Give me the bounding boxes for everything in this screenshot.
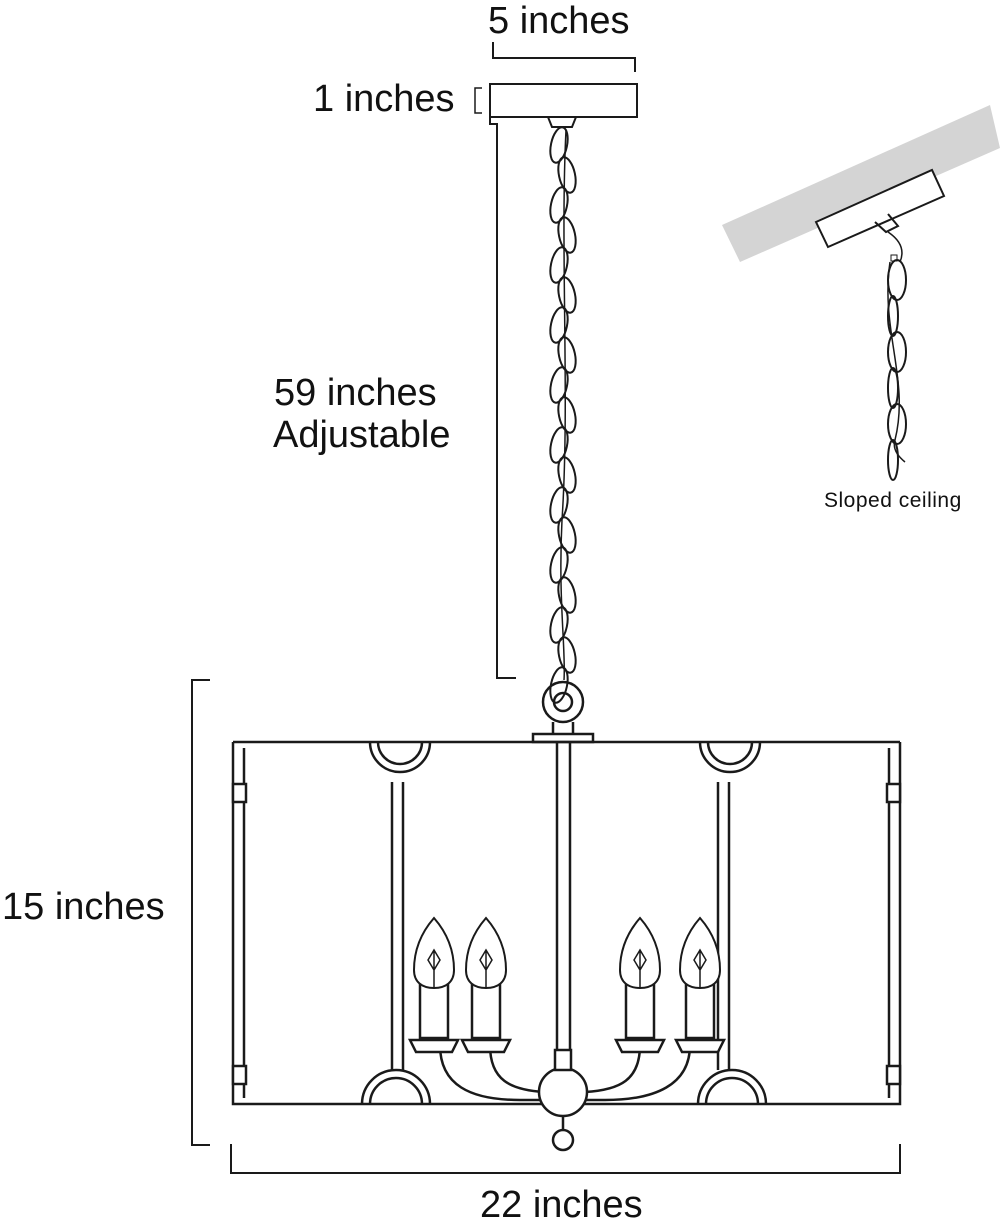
chain: [549, 126, 577, 704]
sloped-ceiling-inset: [722, 105, 1000, 481]
inset-chain-link: [887, 331, 907, 373]
inset-wire: [887, 261, 906, 463]
canopy-height-bracket: [474, 87, 482, 114]
body-height-label: 15 inches: [2, 886, 165, 928]
inset-chain: [887, 259, 907, 481]
chain-link: [557, 456, 577, 494]
candle-arms: [438, 1044, 692, 1152]
canopy: [489, 83, 638, 118]
chain-link: [549, 186, 569, 224]
chain-link: [557, 216, 577, 254]
body-width-bracket: [230, 1144, 901, 1174]
chain-link: [549, 426, 569, 464]
chain-link: [549, 126, 569, 164]
canopy-width-bracket: [492, 42, 636, 72]
chain-link: [549, 546, 569, 584]
chain-link: [557, 516, 577, 554]
canopy-mount: [547, 116, 577, 128]
chain-link: [557, 396, 577, 434]
chain-link: [549, 246, 569, 284]
body-width-label: 22 inches: [480, 1184, 643, 1226]
chain-length-label: 59 inches: [274, 372, 437, 414]
candles: [407, 980, 727, 1054]
chain-link: [549, 306, 569, 344]
body-height-bracket: [191, 679, 210, 1146]
inset-canopy: [814, 168, 946, 249]
chain-link: [549, 486, 569, 524]
chain-link: [557, 276, 577, 314]
chain-link: [557, 576, 577, 614]
chain-link: [549, 366, 569, 404]
sloped-ceiling-caption: Sloped ceiling: [824, 489, 962, 512]
inset-chain-link: [887, 259, 907, 301]
canopy-height-label: 1 inches: [313, 78, 455, 120]
chain-link: [549, 606, 569, 644]
candelabra-bulb-icon: [413, 917, 721, 989]
chain-adjustable-label: Adjustable: [273, 414, 451, 456]
chain-link: [557, 336, 577, 374]
inset-chain-link: [887, 295, 899, 337]
inset-chain-link: [887, 439, 899, 481]
hanging-loop: [531, 680, 595, 744]
power-wire: [560, 129, 567, 681]
sloped-ceiling-band: [722, 105, 1000, 262]
chain-link: [557, 156, 577, 194]
inset-chain-link: [887, 403, 907, 445]
chain-length-bracket: [489, 117, 516, 679]
canopy-width-label: 5 inches: [488, 0, 630, 42]
